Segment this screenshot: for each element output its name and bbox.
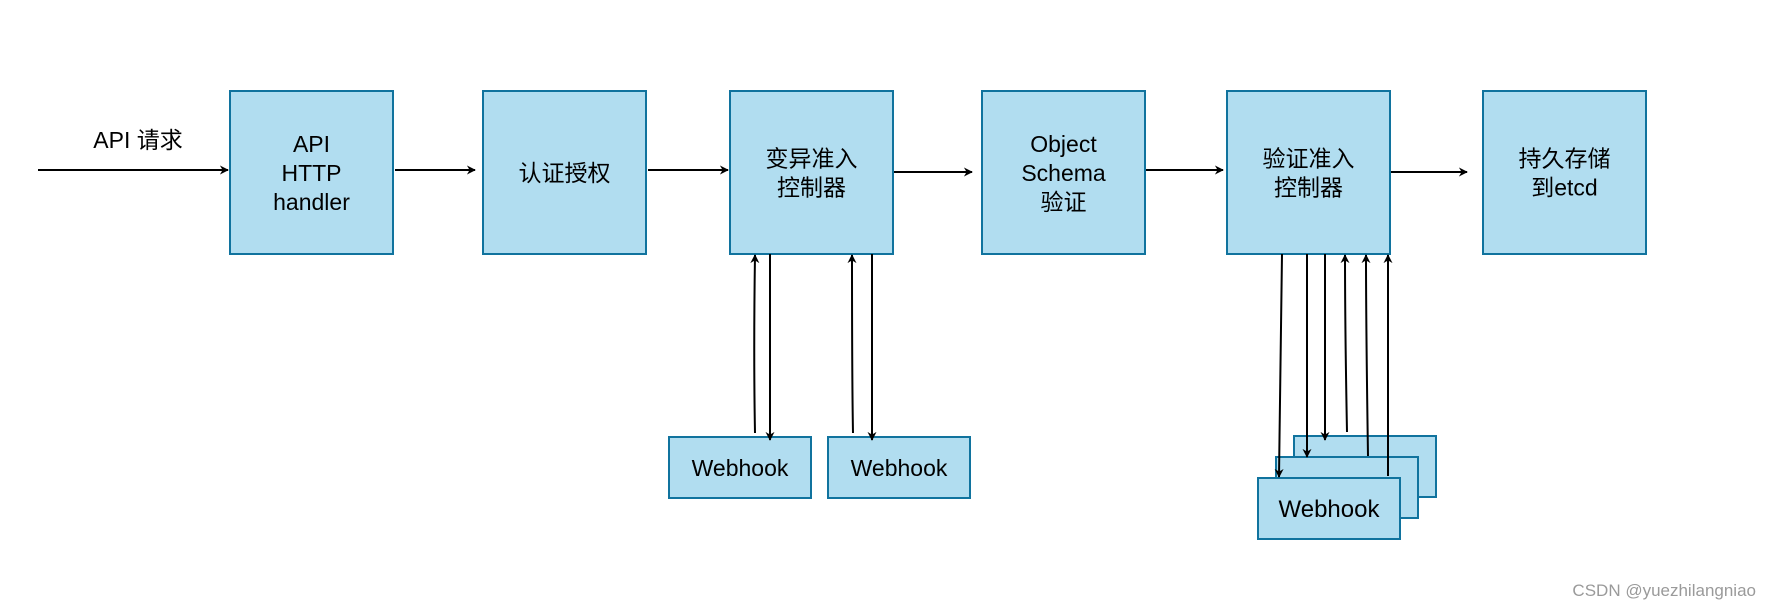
stage-label-line: 控制器 [777, 174, 846, 200]
edge-webhook-2-to-mutating [847, 254, 857, 434]
stage-box [981, 90, 1146, 255]
webhook-box [1257, 477, 1401, 540]
stage-api-http-handler: API HTTP handler [229, 90, 394, 255]
webhook-label: Webhook [1279, 496, 1381, 523]
webhook-box [827, 436, 971, 499]
edge-webhook-back-to-validating [1340, 254, 1350, 433]
stage-box [1226, 90, 1391, 255]
stage-label-line: Object [1030, 131, 1097, 157]
edge-webhook-1-to-mutating [750, 254, 760, 434]
webhook-box [668, 436, 812, 499]
stage-label-line: HTTP [281, 160, 341, 186]
webhook-label: Webhook [692, 455, 789, 481]
stage-label-line: 验证 [1041, 189, 1087, 215]
stage-label-line: 认证授权 [519, 160, 611, 186]
edge-validating-to-webhook-front [1274, 253, 1284, 478]
webhook-label: Webhook [851, 455, 948, 481]
stage-label-line: handler [273, 189, 350, 215]
stage-label-line: API [293, 131, 330, 157]
stage-label-line: 变异准入 [766, 145, 858, 171]
input-label: API 请求 [93, 127, 182, 153]
stage-box [482, 90, 647, 255]
stage-label-line: Schema [1021, 160, 1106, 186]
main-flow-edges [38, 165, 1468, 177]
watermark: CSDN @yuezhilangniao [1572, 581, 1756, 600]
stage-label-line: 到etcd [1531, 174, 1597, 200]
stage-label-line: 验证准入 [1263, 145, 1355, 171]
stage-label-line: 持久存储 [1519, 145, 1611, 171]
stage-box [229, 90, 394, 255]
webhook-mutating-webhook-1: Webhook [668, 436, 812, 499]
edge-webhook-middle-to-validating [1361, 254, 1371, 457]
webhook-validating-webhook-stack: Webhook [1257, 477, 1401, 540]
stage-label-line: 控制器 [1274, 174, 1343, 200]
stage-box [1482, 90, 1647, 255]
stage-box [729, 90, 894, 255]
webhook-mutating-webhook-2: Webhook [827, 436, 971, 499]
stage-authn-authz: 认证授权 [482, 90, 647, 255]
webhook-edges [750, 253, 1393, 478]
